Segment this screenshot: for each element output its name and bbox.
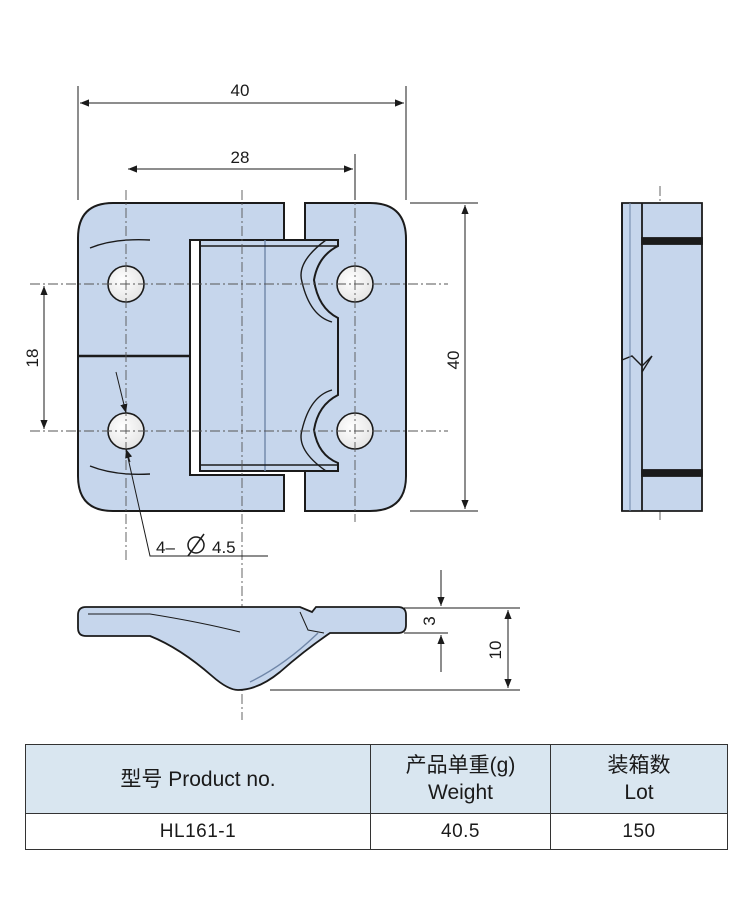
knuckle-body	[199, 239, 339, 472]
spec-table-header: 型号 Product no. 产品单重(g) Weight 装箱数 Lot	[25, 744, 728, 814]
cell-lot: 150	[550, 813, 728, 850]
dim-plate-thickness: 3	[420, 616, 439, 625]
table-row: HL161-1 40.5 150	[25, 813, 728, 850]
bottom-view	[77, 606, 407, 691]
header-weight-cn: 产品单重(g)	[405, 754, 516, 777]
header-lot-cn: 装箱数	[607, 754, 671, 777]
header-lot-en: Lot	[624, 781, 654, 804]
diameter-icon	[187, 533, 205, 557]
dimension-lines	[40, 86, 520, 691]
spec-table: 型号 Product no. 产品单重(g) Weight 装箱数 Lot HL…	[25, 744, 728, 850]
dim-hole-spacing-width: 28	[231, 148, 250, 167]
header-weight-en: Weight	[428, 781, 493, 804]
dim-total-depth: 10	[486, 641, 505, 660]
cell-weight: 40.5	[370, 813, 551, 850]
header-lot: 装箱数 Lot	[550, 744, 728, 814]
dim-hole-callout: 4–	[156, 538, 175, 557]
hinge-technical-drawing: 40 28 18 40 4– 4.5 3 10	[23, 81, 703, 720]
right-side-view	[621, 202, 703, 512]
right-leaf	[304, 202, 407, 512]
header-weight: 产品单重(g) Weight	[370, 744, 551, 814]
cell-product-no: HL161-1	[25, 813, 371, 850]
dim-overall-height: 40	[444, 351, 463, 370]
header-product-no: 型号 Product no.	[25, 744, 371, 814]
front-view-details	[78, 238, 339, 476]
dim-hole-diameter: 4.5	[212, 538, 236, 557]
dim-hole-spacing-height: 18	[23, 349, 42, 368]
dim-overall-width: 40	[231, 81, 250, 100]
